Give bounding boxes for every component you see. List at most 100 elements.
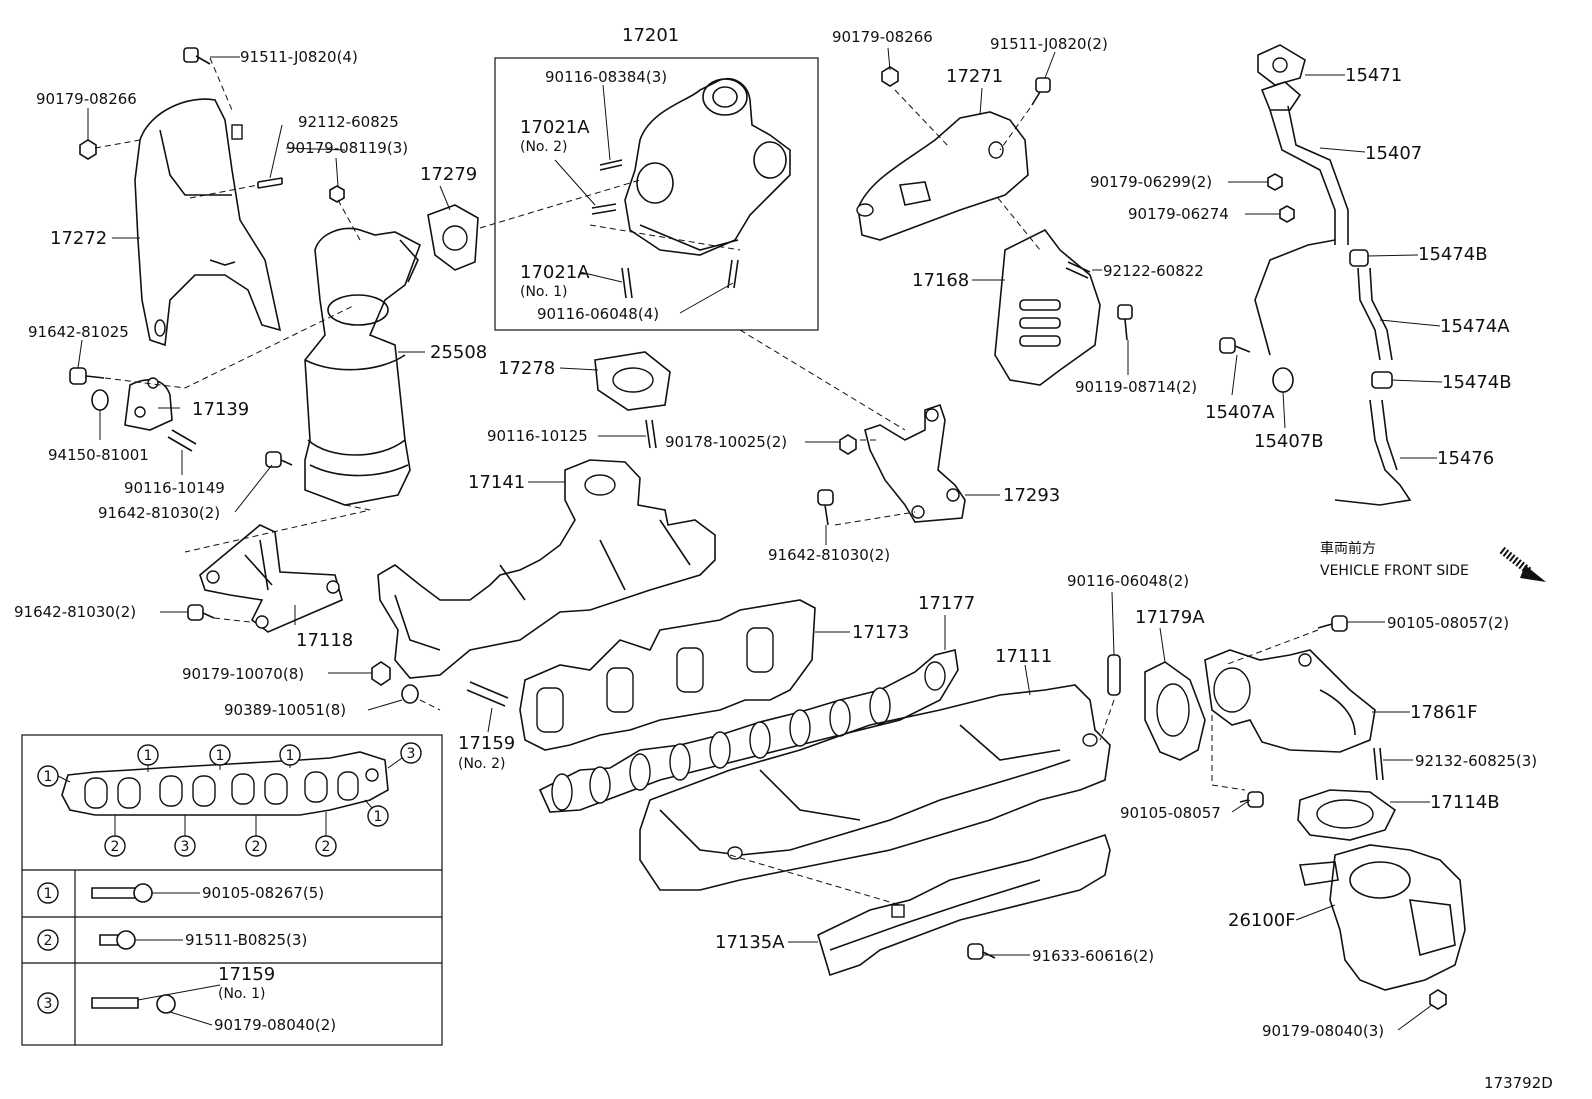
intake-manifold-17111 [639,684,1111,891]
label-90179-08266-left: 90179-08266 [36,90,137,108]
label-17111: 17111 [995,646,1052,667]
label-91642-81030-2b: 91642-81030(2) [14,603,136,621]
legend-gasket [61,751,389,816]
bolt-90105-08057 [1239,791,1264,808]
label-17272: 17272 [50,228,107,249]
legend-table: 1 1 1 1 3 1 2 3 2 2 [21,734,443,1046]
marker-3a: 3 [407,746,416,762]
label-15407b: 15407B [1254,431,1324,452]
label-90105-08057: 90105-08057 [1120,804,1221,822]
label-25508: 25508 [430,342,487,363]
label-90116-10125: 90116-10125 [487,427,588,445]
marker-2b: 2 [252,839,261,855]
nut-90179-06274 [1279,205,1295,223]
label-15476: 15476 [1437,448,1494,469]
stud-17159-no2 [466,681,509,707]
label-17278: 17278 [498,358,555,379]
label-90179-08119-3: 90179-08119(3) [286,139,408,157]
stud-92112-60825 [257,177,283,189]
label-92122-60822: 92122-60822 [1103,262,1204,280]
bolt-91633-60616 [967,943,996,960]
marker-1e: 1 [374,809,383,825]
bolt-90105-08057-2 [1317,615,1348,632]
pipe-15476 [1334,399,1412,506]
gasket-17177 [538,649,959,813]
nut-90178-10025 [839,434,857,455]
label-15474a: 15474A [1440,316,1510,337]
label-17861f: 17861F [1410,702,1478,723]
bolt-91642-81025 [69,367,105,385]
label-91511-j0820-2: 91511-J0820(2) [990,35,1108,53]
label-17177: 17177 [918,593,975,614]
label-17159-no2-sub: (No. 2) [458,756,506,772]
label-17179a: 17179A [1135,607,1205,628]
heat-shield-17272 [134,98,282,347]
bolt-91642-81030-b [187,604,215,621]
catalytic-converter-25508 [304,227,421,506]
stud-92132-60825 [1373,747,1384,781]
label-92112-60825: 92112-60825 [298,113,399,131]
nut-90179-08266-left [79,139,97,160]
label-90116-06048-2: 90116-06048(2) [1067,572,1189,590]
bracket-17139 [124,377,173,431]
nut-90179-08040 [1429,989,1447,1010]
bolt-91511-j0820 [183,47,211,65]
nut-94150-81001 [91,389,109,411]
front-marker-jp: 車両前方 [1320,540,1376,557]
label-17173: 17173 [852,622,909,643]
bolt-90105-08267 [91,883,153,903]
label-15471: 15471 [1345,65,1402,86]
label-90179-06299-2: 90179-06299(2) [1090,173,1212,191]
diagram-code: 173792D [1484,1074,1553,1092]
label-90179-06274: 90179-06274 [1128,205,1229,223]
label-17201: 17201 [622,25,679,46]
label-90116-06048-4: 90116-06048(4) [537,305,659,323]
legend-part-2: 91511-B0825(3) [185,931,307,949]
stud-17021a-no2 [591,203,617,215]
marker-1b: 1 [144,748,153,764]
legend-part-1: 90105-08267(5) [202,884,324,902]
stud-90116-06048-2 [1107,654,1121,696]
label-94150-81001: 94150-81001 [48,446,149,464]
clamp-15474b-bottom [1371,371,1393,389]
label-17021a-no2-sub: (No. 2) [520,139,568,155]
stud-17021a-no1 [621,267,633,299]
bolt-91642-81030-a [265,451,293,468]
label-90178-10025-2: 90178-10025(2) [665,433,787,451]
bracket-17293 [864,403,966,523]
nut-90179-06299 [1267,173,1283,191]
label-17271: 17271 [946,66,1003,87]
bolt-91642-81030-c [817,489,834,526]
nut-90179-08119 [329,185,345,203]
bolt-91511-j0820-2 [1031,77,1051,106]
gasket-17279 [427,204,479,271]
nut-90179-08040-legend [156,994,176,1014]
stud-90116-06048 [727,259,739,289]
nut-90389-10051 [401,684,419,704]
bracket-17118 [199,524,343,633]
marker-3b: 3 [181,839,190,855]
label-90179-08040-3: 90179-08040(3) [1262,1022,1384,1040]
heat-insulator-17168 [994,228,1101,386]
label-90389-10051-8: 90389-10051(8) [224,701,346,719]
label-92132-60825-3: 92132-60825(3) [1415,752,1537,770]
label-15474b-bottom: 15474B [1442,372,1512,393]
label-17021a-no1: 17021A [520,262,590,283]
label-17135a: 17135A [715,932,785,953]
label-17118: 17118 [296,630,353,651]
stud-90116-08384 [599,159,623,171]
label-91642-81030-2c: 91642-81030(2) [768,546,890,564]
legend-part-3: 17159 [218,964,275,985]
label-15407a: 15407A [1205,402,1275,423]
turbo-assy-box [494,57,819,331]
nut-90179-10070 [371,661,391,686]
label-17141: 17141 [468,472,525,493]
marker-2c: 2 [322,839,331,855]
label-17159-no2: 17159 [458,733,515,754]
gasket-17278 [594,351,671,411]
bolt-15407a [1219,337,1251,354]
label-17279: 17279 [420,164,477,185]
bracket-17135a [817,833,1111,977]
label-91511-j0820-4: 91511-J0820(4) [240,48,358,66]
gasket-17173 [519,599,816,751]
